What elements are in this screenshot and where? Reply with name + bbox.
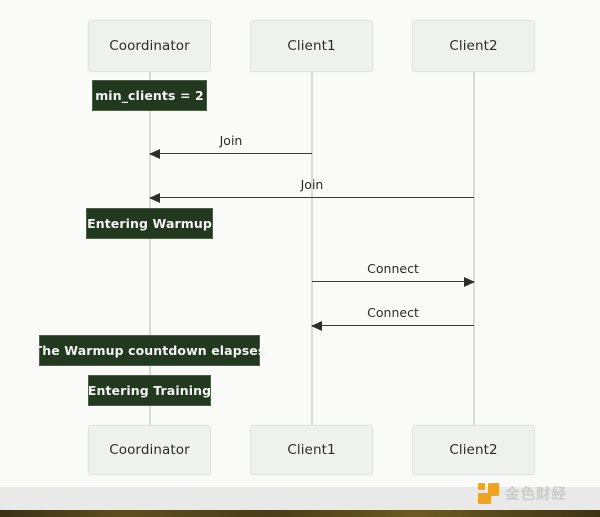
lifeline-coordinator: [149, 72, 151, 427]
lifeline-client1: [311, 72, 313, 427]
bottom-strip: [0, 487, 600, 510]
note-entering-warmup-label: Entering Warmup: [87, 216, 212, 231]
arrowhead-left-icon: [149, 192, 160, 203]
message-connect-2-line: [312, 325, 474, 327]
message-join-1-label: Join: [219, 133, 243, 148]
message-connect-1-label: Connect: [367, 261, 419, 276]
arrowhead-right-icon: [464, 276, 475, 287]
message-connect-1-line: [312, 281, 474, 283]
actor-label-client1-top: Client1: [287, 38, 336, 54]
bottom-band: [0, 510, 600, 517]
note-warmup-countdown-elapses: The Warmup countdown elapses: [34, 335, 265, 366]
watermark-text: 金色财经: [505, 487, 567, 503]
actor-box-coordinator-top[interactable]: Coordinator: [88, 20, 211, 72]
actor-label-coordinator-top: Coordinator: [109, 38, 190, 54]
actor-box-client1-top[interactable]: Client1: [250, 20, 373, 72]
watermark: 金色财经: [478, 483, 567, 504]
message-connect-2: Connect: [311, 305, 474, 331]
note-entering-training: Entering Training: [88, 375, 211, 406]
note-warmup-countdown-elapses-label: The Warmup countdown elapses: [33, 343, 266, 358]
message-join-2-line: [150, 197, 474, 199]
actor-box-coordinator-bottom[interactable]: Coordinator: [88, 425, 211, 475]
actor-box-client2-top[interactable]: Client2: [412, 20, 535, 72]
watermark-logo-icon: [478, 483, 499, 504]
actor-box-client1-bottom[interactable]: Client1: [250, 425, 373, 475]
message-connect-2-label: Connect: [367, 305, 419, 320]
note-entering-warmup: Entering Warmup: [86, 208, 213, 239]
lifeline-client2: [473, 72, 475, 427]
arrowhead-left-icon: [311, 320, 322, 331]
sequence-diagram-canvas: Coordinator Client1 Client2 min_clients …: [34, 20, 535, 475]
note-entering-training-label: Entering Training: [87, 383, 212, 398]
note-min-clients-label: min_clients = 2: [95, 88, 204, 103]
message-join-2-label: Join: [300, 177, 324, 192]
note-min-clients: min_clients = 2: [92, 80, 207, 111]
message-connect-1: Connect: [312, 261, 475, 287]
actor-label-coordinator-bottom: Coordinator: [109, 442, 190, 458]
actor-label-client2-top: Client2: [449, 38, 498, 54]
arrowhead-left-icon: [149, 148, 160, 159]
message-join-1-line: [150, 153, 312, 155]
actor-label-client2-bottom: Client2: [449, 442, 498, 458]
actor-box-client2-bottom[interactable]: Client2: [412, 425, 535, 475]
actor-label-client1-bottom: Client1: [287, 442, 336, 458]
message-join-2: Join: [149, 177, 474, 203]
message-join-1: Join: [149, 133, 312, 159]
